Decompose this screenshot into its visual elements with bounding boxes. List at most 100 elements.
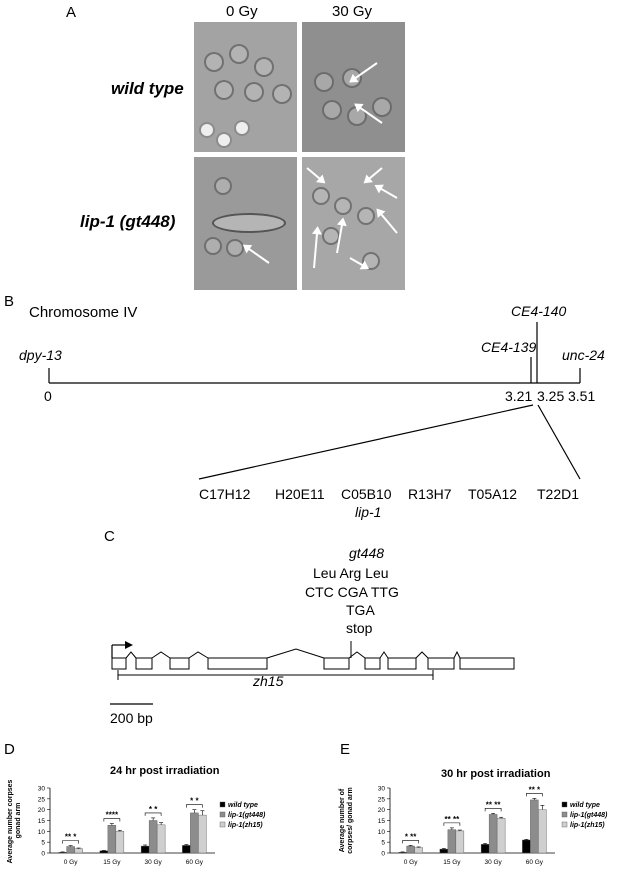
y-tick-label: 10 bbox=[38, 829, 46, 836]
x-tick-label: 15 Gy bbox=[443, 859, 461, 866]
significance-bracket bbox=[526, 793, 543, 797]
marker-ce4-140: CE4-140 bbox=[511, 303, 567, 319]
panel-b-label: B bbox=[4, 293, 15, 310]
amino-acids: Leu Arg Leu bbox=[313, 565, 389, 581]
bar bbox=[148, 820, 158, 854]
legend-label: lip-1(gt448) bbox=[570, 812, 608, 819]
bar bbox=[480, 844, 490, 854]
x-tick-label: 0 Gy bbox=[64, 859, 78, 866]
significance-bracket bbox=[402, 840, 419, 844]
bar bbox=[140, 845, 150, 854]
cosmid-t05a12: T05A12 bbox=[468, 486, 518, 502]
x-tick-label: 30 Gy bbox=[484, 859, 502, 866]
cosmid-h20e11: H20E11 bbox=[275, 486, 325, 502]
y-tick-label: 15 bbox=[38, 818, 46, 825]
position-3-25: 3.25 bbox=[537, 388, 565, 404]
cosmid-c17h12: C17H12 bbox=[199, 486, 251, 502]
bar bbox=[398, 852, 407, 854]
y-tick-label: 30 bbox=[38, 786, 46, 793]
significance-stars: * * bbox=[149, 805, 158, 814]
bar bbox=[107, 825, 117, 854]
stop-label: stop bbox=[346, 620, 373, 636]
x-tick-label: 15 Gy bbox=[103, 859, 121, 866]
y-tick-label: 0 bbox=[381, 851, 385, 858]
y-tick-label: 5 bbox=[41, 840, 45, 847]
x-tick-label: 60 Gy bbox=[526, 859, 544, 866]
exon-1 bbox=[111, 657, 127, 670]
col-header-30gy: 30 Gy bbox=[332, 3, 373, 20]
bar bbox=[522, 839, 531, 854]
bar bbox=[74, 848, 83, 854]
bar bbox=[66, 846, 75, 854]
exon-2 bbox=[135, 657, 153, 670]
y-tick-label: 0 bbox=[41, 851, 45, 858]
zoom-line-left bbox=[198, 404, 534, 480]
x-tick-label: 60 Gy bbox=[186, 859, 204, 866]
zoom-line-right bbox=[537, 404, 581, 480]
bar bbox=[447, 829, 457, 854]
bar bbox=[190, 812, 199, 854]
x-tick-label: 30 Gy bbox=[144, 859, 162, 866]
cosmid-t22d1: T22D1 bbox=[537, 486, 580, 502]
legend-swatch bbox=[561, 801, 568, 808]
position-3-51: 3.51 bbox=[568, 388, 596, 404]
legend-label: lip-1(zh15) bbox=[228, 822, 263, 829]
micrograph-lip1-30gy bbox=[302, 157, 405, 290]
bar bbox=[99, 850, 109, 854]
bar bbox=[488, 814, 498, 854]
y-axis-label: Average number ofcorpses/ gonad arm bbox=[339, 787, 354, 854]
scale-bar-label: 200 bp bbox=[110, 710, 153, 726]
row-label-wild-type: wild type bbox=[111, 79, 184, 98]
y-tick-label: 25 bbox=[378, 796, 386, 803]
bar bbox=[414, 847, 423, 854]
legend-swatch bbox=[219, 821, 226, 828]
marker-unc-24: unc-24 bbox=[562, 347, 605, 363]
codons: CTC CGA TTG bbox=[305, 584, 399, 600]
cosmid-c05b10: C05B10 bbox=[341, 486, 392, 502]
legend-swatch bbox=[219, 801, 226, 808]
significance-bracket bbox=[103, 818, 121, 822]
y-tick-label: 20 bbox=[38, 807, 46, 814]
bar bbox=[406, 845, 415, 854]
x-tick-label: 0 Gy bbox=[404, 859, 418, 866]
exon-8 bbox=[427, 657, 455, 670]
significance-stars: ** * bbox=[65, 833, 77, 842]
cosmid-r13h7: R13H7 bbox=[408, 486, 452, 502]
significance-bracket bbox=[443, 822, 461, 826]
panel-c-label: C bbox=[104, 528, 115, 545]
y-tick-label: 15 bbox=[378, 818, 386, 825]
col-header-0gy: 0 Gy bbox=[226, 3, 258, 20]
bar bbox=[198, 814, 207, 854]
exon-3 bbox=[169, 657, 190, 670]
micrograph-wt-0gy bbox=[194, 22, 297, 152]
legend-swatch bbox=[219, 811, 226, 818]
exon-5 bbox=[323, 657, 350, 670]
marker-dpy-13: dpy-13 bbox=[19, 347, 62, 363]
row-label-lip1-gt448: lip-1 (gt448) bbox=[80, 212, 176, 231]
legend-label: wild type bbox=[228, 802, 258, 809]
bar bbox=[156, 824, 166, 854]
position-3-21: 3.21 bbox=[505, 388, 533, 404]
genetic-map bbox=[48, 322, 581, 480]
chart-e-title: 30 hr post irradiation bbox=[441, 768, 551, 780]
panel-d-label: D bbox=[4, 741, 15, 758]
significance-bracket bbox=[484, 808, 502, 812]
gene-structure bbox=[110, 641, 515, 705]
y-tick-label: 20 bbox=[378, 807, 386, 814]
significance-stars: * * bbox=[190, 797, 199, 806]
position-0: 0 bbox=[44, 388, 52, 404]
chromosome-title: Chromosome IV bbox=[29, 304, 138, 321]
bar bbox=[455, 830, 465, 854]
legend-label: lip-1(zh15) bbox=[570, 822, 605, 829]
deletion-zh15: zh15 bbox=[253, 673, 284, 689]
legend-swatch bbox=[561, 821, 568, 828]
exon-7 bbox=[387, 657, 417, 670]
y-tick-label: 25 bbox=[38, 796, 46, 803]
y-tick-label: 30 bbox=[378, 786, 386, 793]
significance-bracket bbox=[62, 840, 79, 844]
exon-6 bbox=[364, 657, 381, 670]
allele-gt448: gt448 bbox=[349, 545, 385, 561]
significance-stars: ** ** bbox=[486, 800, 502, 809]
